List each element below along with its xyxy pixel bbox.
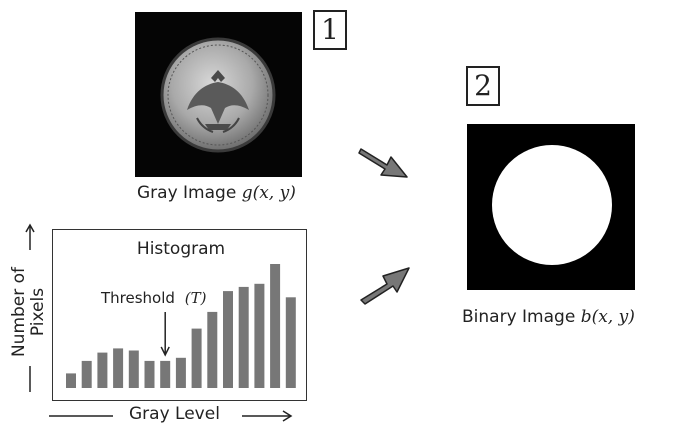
- gray-image-math: g(x, y): [241, 183, 296, 203]
- y-axis-label-group: Number of Pixels: [4, 222, 54, 402]
- y-axis-line: [29, 366, 31, 392]
- histogram-bar: [128, 350, 139, 388]
- histogram-panel: Histogram Threshold (T): [52, 229, 307, 401]
- y-axis-arrow-icon: [25, 223, 35, 250]
- binary-disk: [492, 145, 612, 265]
- histogram-bar: [175, 357, 186, 388]
- x-axis-arrow-icon: [242, 410, 293, 422]
- x-axis-label: Gray Level: [129, 404, 220, 424]
- x-axis-line: [49, 415, 113, 417]
- arrow-up-right-icon: [360, 267, 410, 305]
- y-axis-label-line2: Pixels: [28, 287, 48, 337]
- histogram-bar: [207, 311, 218, 388]
- histogram-bar: [97, 352, 108, 388]
- arrow-down-right-icon: [358, 148, 408, 178]
- histogram-bar: [285, 297, 296, 388]
- binary-image-math: b(x, y): [580, 307, 635, 327]
- binary-image-caption-text: Binary Image: [462, 307, 576, 327]
- histogram-bar: [160, 360, 171, 388]
- histogram-bar: [191, 328, 202, 388]
- y-axis-label-line1: Number of: [9, 266, 29, 358]
- binary-image-caption: Binary Image b(x, y): [462, 307, 635, 327]
- gray-image-caption-text: Gray Image: [137, 183, 237, 203]
- histogram-bar: [254, 283, 265, 388]
- step-2-badge: 2: [466, 66, 500, 106]
- threshold-label: Threshold (T): [100, 289, 207, 307]
- histogram-chart: Histogram Threshold (T): [66, 239, 296, 388]
- threshold-label-text: Threshold: [100, 289, 175, 307]
- gray-image-caption: Gray Image g(x, y): [137, 183, 296, 203]
- histogram-title: Histogram: [137, 239, 225, 259]
- gray-image: [135, 12, 302, 177]
- histogram-bar: [270, 264, 281, 388]
- coin-image: [160, 37, 276, 153]
- histogram-bar: [113, 348, 124, 388]
- histogram-bar: [223, 291, 233, 388]
- threshold-arrow-icon: [160, 312, 170, 357]
- threshold-symbol: (T): [185, 289, 207, 307]
- step-1-badge: 1: [313, 10, 347, 50]
- histogram-bar: [66, 373, 76, 388]
- histogram-bars: [66, 264, 296, 388]
- histogram-bar: [144, 360, 155, 388]
- histogram-bar: [238, 286, 249, 388]
- histogram-bar: [81, 360, 92, 388]
- y-axis-label: Number of Pixels: [9, 266, 48, 358]
- binary-image: [467, 124, 635, 290]
- x-axis-label-group: Gray Level: [45, 403, 305, 427]
